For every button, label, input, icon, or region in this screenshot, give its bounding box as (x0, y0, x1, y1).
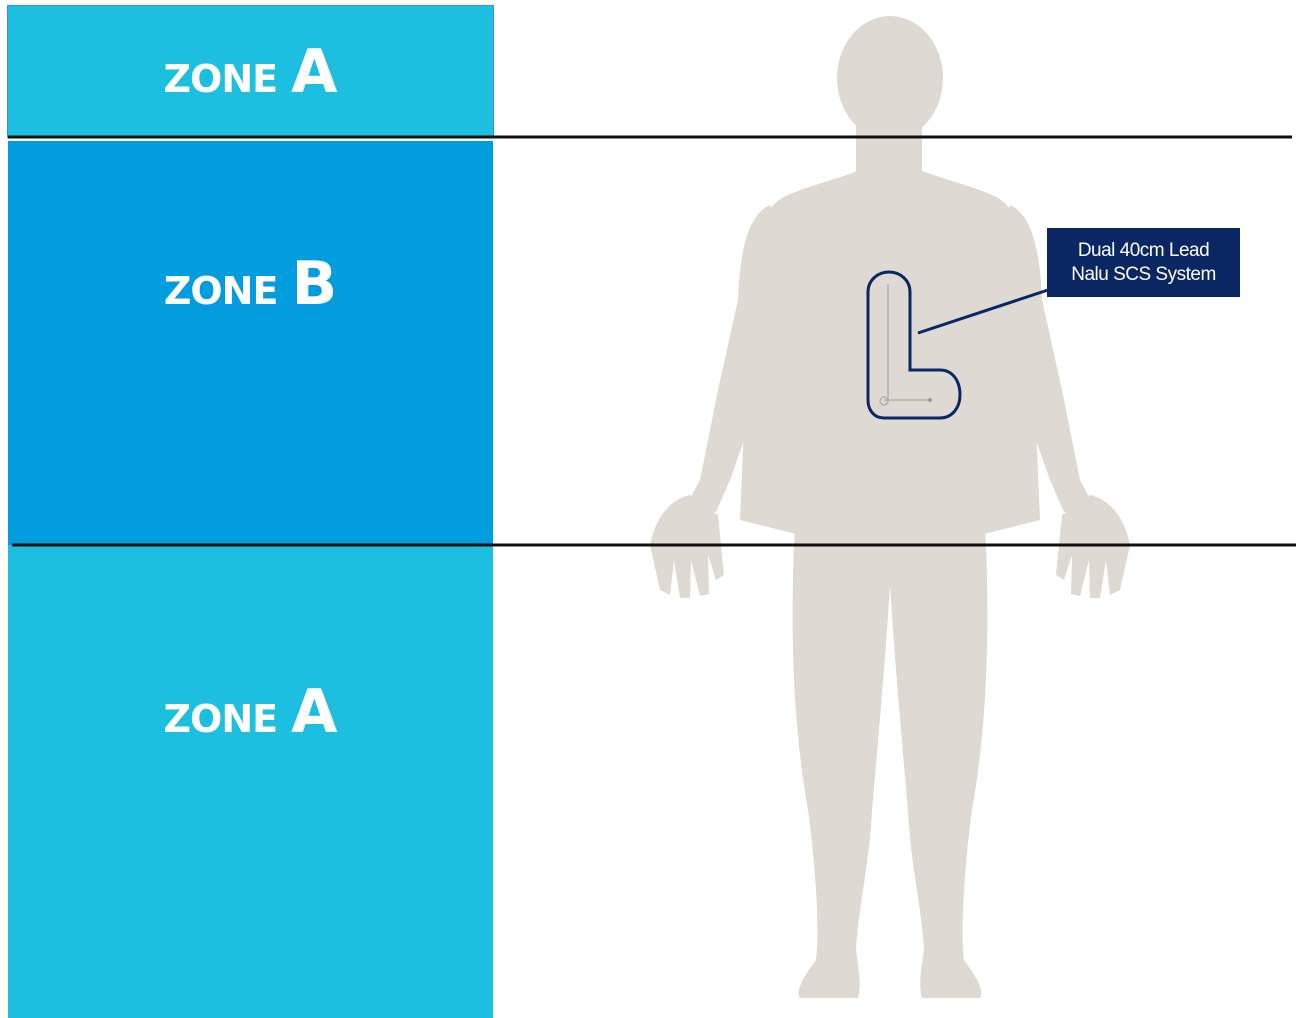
zone-letter: A (291, 36, 338, 107)
zone-word: ZONE (163, 56, 278, 101)
zone-b-band: ZONE B (8, 141, 493, 545)
lead-connector (879, 396, 889, 406)
callout-line-2: Nalu SCS System (1071, 263, 1216, 285)
zone-letter: A (291, 677, 338, 747)
zone-label: ZONE B (164, 249, 337, 319)
zone-a-top-band: ZONE A (7, 5, 494, 138)
lead-tip (928, 398, 932, 402)
zone-label: ZONE A (163, 677, 337, 747)
implant-device-outline (866, 270, 962, 420)
zone-a-bottom-band: ZONE A (8, 545, 493, 1018)
zone-letter: B (291, 249, 338, 319)
zone-word: ZONE (163, 697, 278, 741)
zone-label: ZONE A (163, 37, 337, 107)
body-silhouette (650, 16, 1130, 998)
callout-box: Dual 40cm Lead Nalu SCS System (1047, 228, 1240, 297)
callout-leader-line (917, 288, 1049, 335)
zone-word: ZONE (163, 269, 279, 313)
callout-line-1: Dual 40cm Lead (1077, 239, 1210, 261)
